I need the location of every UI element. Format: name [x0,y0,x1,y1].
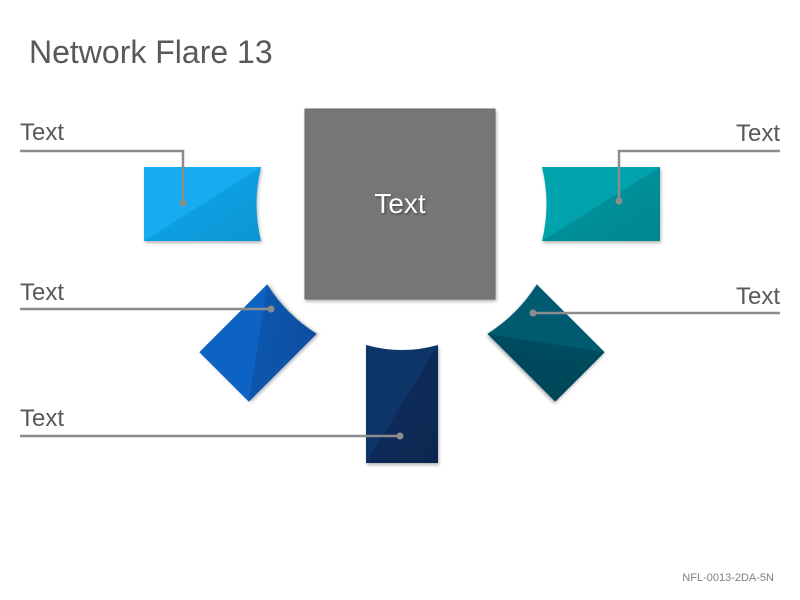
connectors [20,149,780,438]
node-mid-left [199,284,317,402]
connector-top-right [617,149,780,201]
node-mid-right [487,284,605,402]
page-title: Network Flare 13 [29,34,273,70]
hub-label: Text [374,188,426,219]
hub-square [304,108,496,300]
label-top-right: Text [735,120,780,147]
node-bottom [366,345,438,463]
label-mid-right: Text [735,283,780,310]
connector-dot-top-right [615,197,623,205]
connector-top-left [20,149,185,203]
label-mid-left: Text [20,279,65,306]
document-code: NFL-0013-2DA-5N [682,572,774,584]
node-top-left [144,167,261,241]
label-top-left: Text [20,119,65,146]
node-top-right [542,167,660,241]
connector-dot-mid-left [267,305,275,313]
connector-dot-top-left [179,199,187,207]
connector-dot-mid-right [529,309,537,317]
connector-dot-bottom [396,432,404,440]
label-bottom-left: Text [20,405,65,432]
